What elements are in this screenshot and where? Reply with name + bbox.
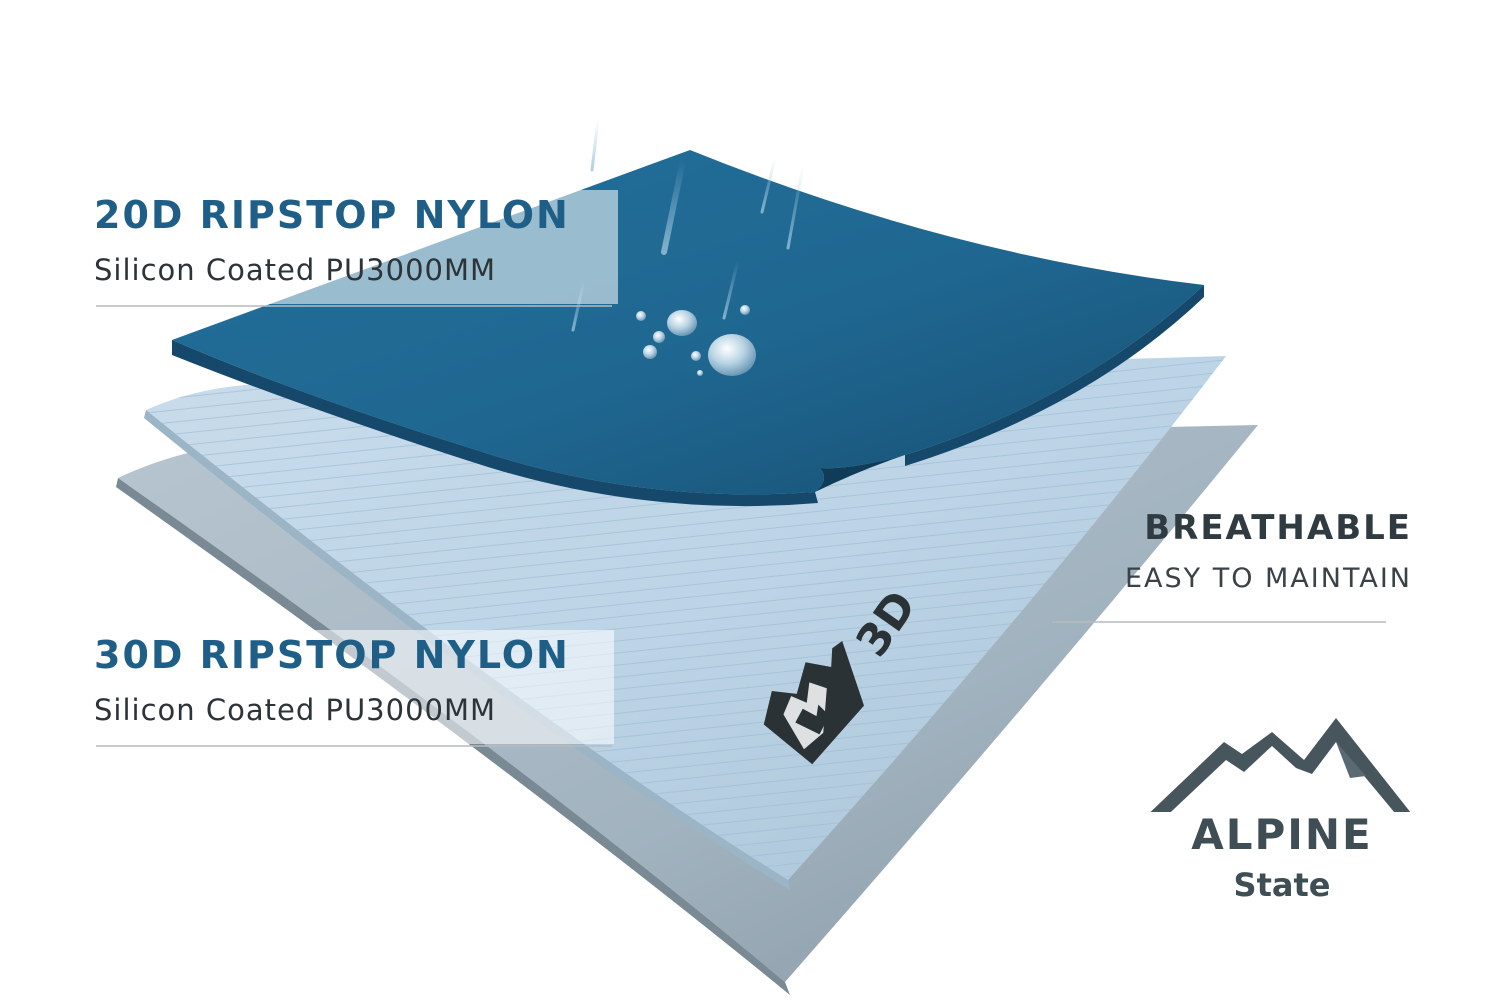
brand-name: ALPINE [1191, 810, 1373, 859]
badge-text: 3D [846, 585, 922, 666]
3d-badge: 3D [752, 582, 927, 775]
mountain-icon: 3D [763, 582, 927, 765]
layer-title-bottom: 30D RIPSTOP NYLON [94, 633, 570, 677]
feature-label: BREATHABLE EASY TO MAINTAIN [1125, 505, 1412, 599]
water-droplets [636, 305, 756, 376]
layer-subtitle-bottom: Silicon Coated PU3000MM [94, 693, 497, 727]
brand-tagline: State [1233, 866, 1331, 904]
layer-title-top: 20D RIPSTOP NYLON [94, 193, 570, 237]
rain-streaks [571, 118, 805, 332]
layer-label-bottom: 30D RIPSTOP NYLON Silicon Coated PU3000M… [94, 632, 570, 730]
layer-subtitle-top: Silicon Coated PU3000MM [94, 253, 497, 287]
layer-label-top: 20D RIPSTOP NYLON Silicon Coated PU3000M… [94, 192, 570, 290]
middle-layer [144, 356, 1226, 890]
mountain-peaks-icon [1150, 718, 1411, 812]
feature-secondary: EASY TO MAINTAIN [1124, 563, 1412, 594]
feature-primary: BREATHABLE [1144, 508, 1412, 548]
brand-logo: ALPINE State [1136, 712, 1426, 912]
